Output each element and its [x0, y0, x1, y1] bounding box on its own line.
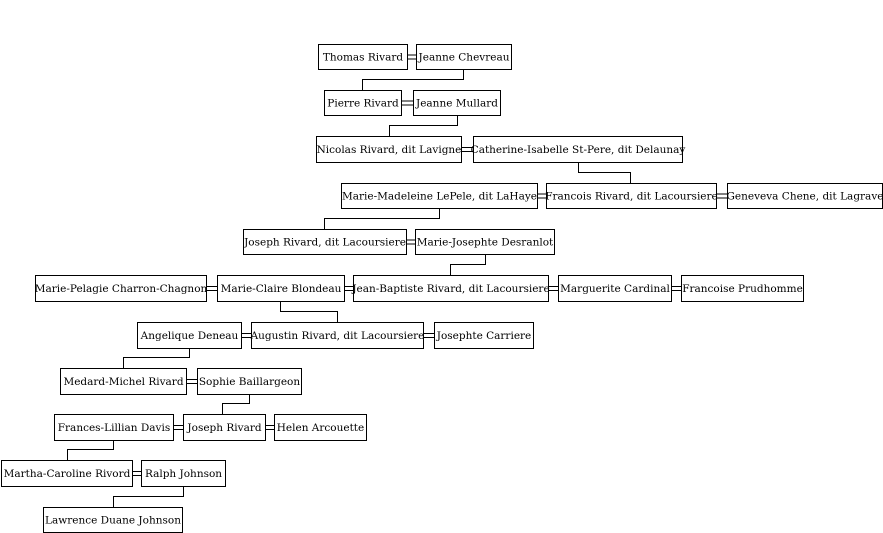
person-box [137, 322, 242, 349]
descent-connector [67, 440, 114, 461]
person-node-angelique-deneau[interactable]: Angelique Deneau [137, 322, 242, 349]
person-name: Sophie Baillargeon [199, 376, 300, 388]
person-node-marie-pelagie-charron-chagnon[interactable]: Marie-Pelagie Charron-Chagnon [35, 275, 208, 302]
person-node-jean-baptiste-rivard-dit-lacoursiere[interactable]: Jean-Baptiste Rivard, dit Lacoursiere [351, 275, 550, 302]
person-node-frances-lillian-davis[interactable]: Frances-Lillian Davis [54, 414, 174, 441]
person-box [558, 275, 672, 302]
person-node-catherine-isabelle-st-pere-dit-delaunay[interactable]: Catherine-Isabelle St-Pere, dit Delaunay [471, 136, 686, 163]
person-name: Catherine-Isabelle St-Pere, dit Delaunay [471, 144, 686, 156]
person-node-joseph-rivard[interactable]: Joseph Rivard [183, 414, 266, 441]
person-node-sophie-baillargeon[interactable]: Sophie Baillargeon [197, 368, 302, 395]
descent-connector [324, 208, 440, 230]
person-name: Ralph Johnson [145, 468, 222, 480]
person-node-lawrence-duane-johnson[interactable]: Lawrence Duane Johnson [43, 507, 183, 533]
person-box [43, 507, 183, 533]
person-name: Augustin Rivard, dit Lacoursiere [250, 330, 425, 342]
person-box [54, 414, 174, 441]
person-box [473, 136, 683, 163]
person-node-joseph-rivard-dit-lacoursiere[interactable]: Joseph Rivard, dit Lacoursiere [243, 229, 407, 255]
person-name: Jean-Baptiste Rivard, dit Lacoursiere [351, 283, 549, 295]
person-name: Jeanne Chevreau [418, 52, 510, 64]
person-name: Marie-Madeleine LePele, dit LaHaye [342, 191, 537, 203]
person-box [324, 90, 402, 116]
person-node-marie-claire-blondeau[interactable]: Marie-Claire Blondeau [217, 275, 345, 302]
person-node-augustin-rivard-dit-lacoursiere[interactable]: Augustin Rivard, dit Lacoursiere [250, 322, 425, 349]
person-box [353, 275, 549, 302]
person-box [415, 229, 555, 255]
person-box [217, 275, 345, 302]
descent-connector [113, 486, 184, 508]
person-box [416, 44, 512, 70]
person-name: Joseph Rivard, dit Lacoursiere [243, 237, 406, 249]
person-box [141, 460, 226, 487]
person-name: Francois Rivard, dit Lacoursiere [545, 191, 718, 203]
person-box [197, 368, 302, 395]
person-box [274, 414, 367, 441]
person-node-geneveva-chene-dit-lagrave[interactable]: Geneveva Chene, dit Lagrave [727, 183, 883, 209]
person-name: Lawrence Duane Johnson [45, 515, 181, 527]
person-box [318, 44, 408, 70]
person-box [35, 275, 207, 302]
person-name: Medard-Michel Rivard [63, 376, 183, 388]
person-box [546, 183, 717, 209]
person-name: Nicolas Rivard, dit Lavigne [317, 144, 462, 156]
person-box [1, 460, 133, 487]
person-node-francois-rivard-dit-lacoursiere[interactable]: Francois Rivard, dit Lacoursiere [545, 183, 718, 209]
person-node-marie-josephte-desranlot[interactable]: Marie-Josephte Desranlot [415, 229, 555, 255]
person-box [727, 183, 883, 209]
person-name: Marie-Claire Blondeau [221, 283, 342, 295]
person-node-helen-arcouette[interactable]: Helen Arcouette [274, 414, 367, 441]
person-name: Helen Arcouette [277, 422, 364, 434]
person-node-francoise-prudhomme[interactable]: Francoise Prudhomme [681, 275, 804, 302]
person-node-jeanne-chevreau[interactable]: Jeanne Chevreau [416, 44, 512, 70]
person-name: Josephte Carriere [436, 330, 532, 342]
descent-connector [450, 254, 486, 276]
person-name: Joseph Rivard [186, 422, 261, 434]
person-name: Pierre Rivard [327, 98, 399, 110]
descent-connector [222, 394, 250, 415]
person-node-martha-caroline-rivord[interactable]: Martha-Caroline Rivord [1, 460, 133, 487]
person-box [681, 275, 804, 302]
person-box [251, 322, 424, 349]
person-box [316, 136, 462, 163]
person-node-josephte-carriere[interactable]: Josephte Carriere [434, 322, 534, 349]
person-box [413, 90, 501, 116]
person-node-marguerite-cardinal[interactable]: Marguerite Cardinal [558, 275, 672, 302]
person-box [183, 414, 266, 441]
person-node-nicolas-rivard-dit-lavigne[interactable]: Nicolas Rivard, dit Lavigne [316, 136, 462, 163]
person-node-thomas-rivard[interactable]: Thomas Rivard [318, 44, 408, 70]
person-node-marie-madeleine-lepele-dit-lahaye[interactable]: Marie-Madeleine LePele, dit LaHaye [341, 183, 538, 209]
descent-connector [362, 69, 464, 91]
person-node-jeanne-mullard[interactable]: Jeanne Mullard [413, 90, 501, 116]
person-box [341, 183, 538, 209]
person-node-ralph-johnson[interactable]: Ralph Johnson [141, 460, 226, 487]
person-box [243, 229, 407, 255]
person-node-pierre-rivard[interactable]: Pierre Rivard [324, 90, 402, 116]
person-name: Francoise Prudhomme [682, 283, 803, 295]
person-name: Thomas Rivard [323, 52, 404, 64]
person-box [434, 322, 534, 349]
person-name: Frances-Lillian Davis [58, 422, 170, 434]
connector-lines [67, 54, 727, 508]
person-box [60, 368, 187, 395]
person-name: Marie-Josephte Desranlot [417, 237, 554, 249]
person-name: Marguerite Cardinal [560, 283, 670, 295]
person-name: Angelique Deneau [140, 330, 239, 342]
descent-connector [578, 162, 631, 184]
person-name: Geneveva Chene, dit Lagrave [727, 191, 883, 203]
descent-connector [280, 301, 338, 323]
descent-connector [389, 115, 458, 137]
descent-connector [123, 348, 190, 369]
person-name: Martha-Caroline Rivord [4, 468, 131, 480]
person-node-medard-michel-rivard[interactable]: Medard-Michel Rivard [60, 368, 187, 395]
person-name: Jeanne Mullard [415, 98, 498, 110]
person-name: Marie-Pelagie Charron-Chagnon [35, 283, 208, 295]
